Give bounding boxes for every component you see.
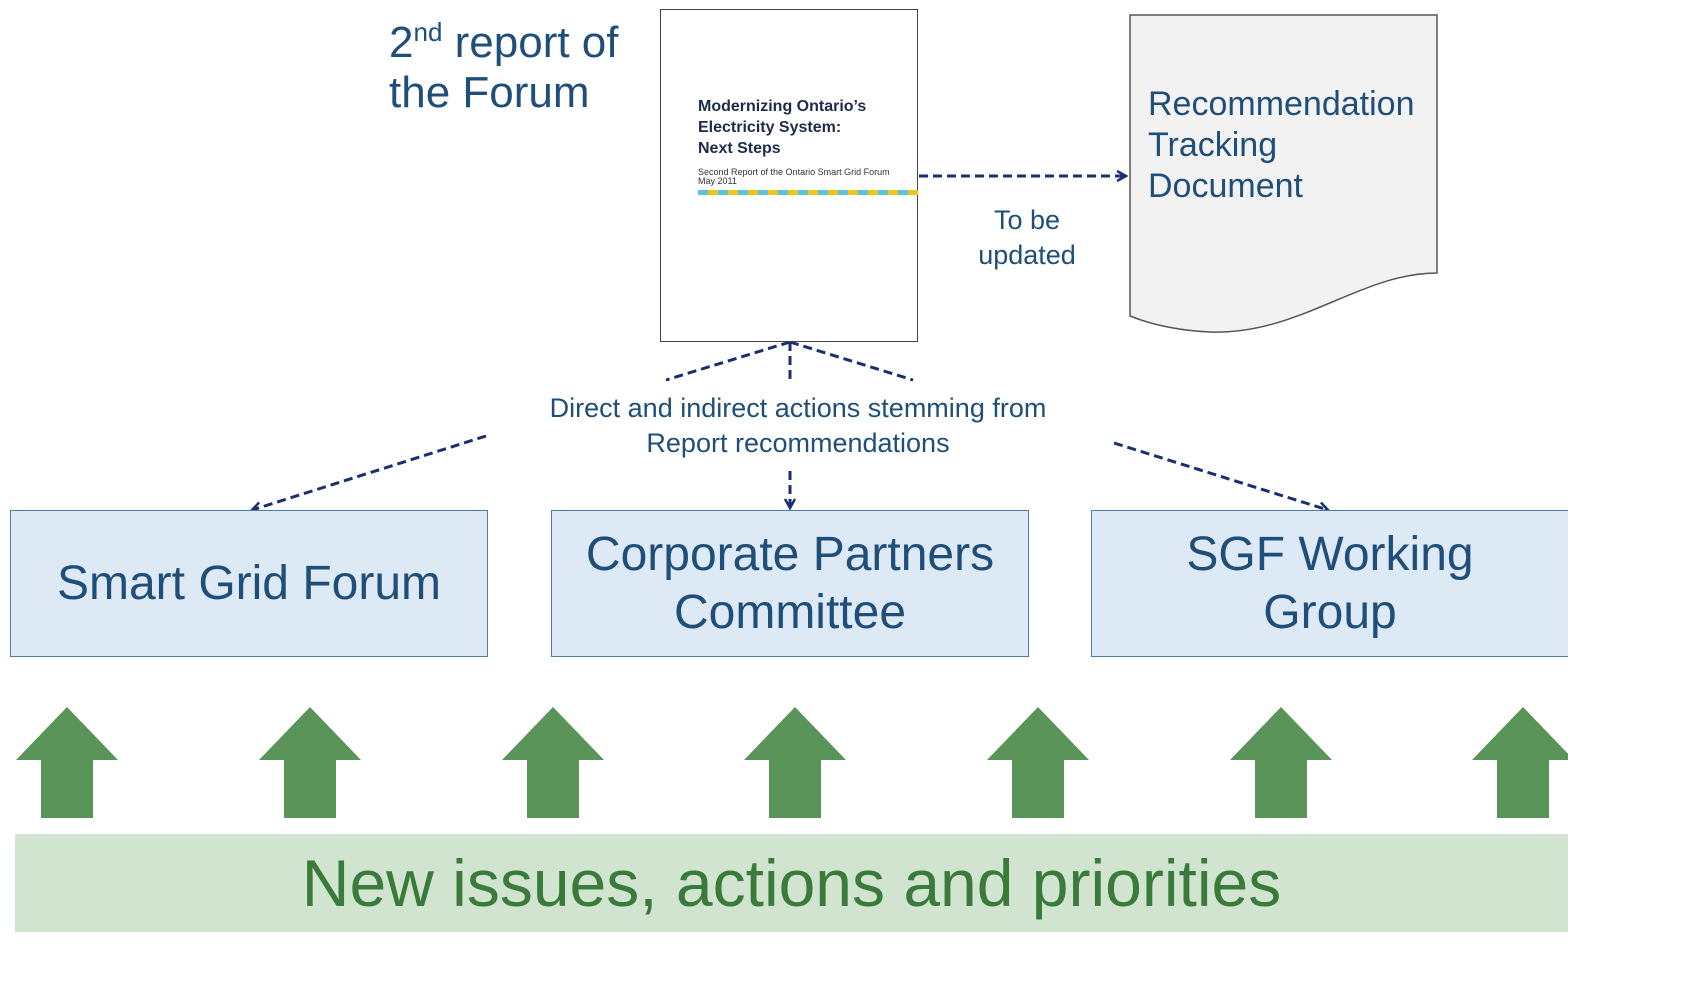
diagram-canvas: 2nd report of the Forum Modernizing Onta… [10,9,1568,932]
cover-stripe-segment [798,190,808,195]
box-label-line: Group [1263,585,1397,639]
up-arrow-icon [1472,707,1568,818]
cover-date: May 2011 [698,176,737,186]
cover-title: Modernizing Ontario’s Electricity System… [698,96,908,159]
cover-title-line: Modernizing Ontario’s [698,98,867,115]
box-label-line: Smart Grid Forum [56,556,442,610]
box-label-line: Corporate Partners [585,527,995,581]
cover-stripe-segment [838,190,848,195]
report-label-rest: report of [442,18,619,67]
cover-stripe [698,190,918,195]
cover-stripe-segment [808,190,818,195]
arrow-to-smart-grid-forum [252,434,487,510]
diagram-connectors [16,14,1568,818]
sgf-working-group-box: SGF Working Group [1091,510,1568,657]
cover-stripe-segment [718,190,728,195]
cover-stripe-segment [698,190,708,195]
cover-stripe-segment [908,190,918,195]
cover-stripe-segment [748,190,758,195]
cover-title-line: Electricity System: [698,119,842,136]
report-cover: Modernizing Ontario’s Electricity System… [660,9,918,342]
up-arrow-icon [744,707,846,818]
cover-stripe-segment [888,190,898,195]
tracking-document-shape [1129,14,1438,333]
report-label: 2nd report of the Forum [389,18,649,118]
issues-bar: New issues, actions and priorities [15,834,1568,932]
report-number: 2 [389,18,414,67]
report-label-line2: the Forum [389,68,590,117]
tracking-document-line: Tracking [1148,126,1278,164]
up-arrow-icon [16,707,118,818]
cover-stripe-segment [828,190,838,195]
to-be-updated-label: To be updated [952,203,1102,273]
cover-stripe-segment [788,190,798,195]
box-label-line: SGF Working [1186,527,1474,581]
up-arrow-icon [259,707,361,818]
cover-stripe-segment [728,190,738,195]
cover-stripe-segment [738,190,748,195]
cover-subtitle: Second Report of the Ontario Smart Grid … [698,167,890,177]
cover-stripe-segment [848,190,858,195]
to-be-updated-line: To be [993,205,1061,235]
cover-stripe-segment [758,190,768,195]
dashed-line-right-upper [789,340,914,382]
cover-stripe-segment [898,190,908,195]
cover-stripe-segment [778,190,788,195]
actions-caption-line: Direct and indirect actions stemming fro… [549,393,1047,423]
cover-stripe-segment [708,190,718,195]
smart-grid-forum-box: Smart Grid Forum [10,510,488,657]
arrow-to-sgf-working-group [1113,441,1328,510]
tracking-document-line: Recommendation [1148,85,1415,123]
box-label-line: Committee [673,585,907,639]
up-arrow-icon [1230,707,1332,818]
issues-bar-label: New issues, actions and priorities [301,846,1282,920]
actions-caption-line: Report recommendations [646,428,950,458]
cover-stripe-segment [858,190,868,195]
cover-stripe-segment [868,190,878,195]
actions-caption: Direct and indirect actions stemming fro… [498,391,1098,461]
cover-stripe-segment [878,190,888,195]
up-arrow-icon [502,707,604,818]
to-be-updated-line: updated [978,240,1076,270]
cover-title-line: Next Steps [698,140,781,157]
up-arrow-icon [987,707,1089,818]
tracking-document-line: Document [1148,167,1303,205]
report-ordinal-suffix: nd [413,17,443,47]
cover-stripe-segment [768,190,778,195]
corporate-partners-committee-box: Corporate Partners Committee [551,510,1029,657]
dashed-line-left-upper [665,340,791,382]
cover-stripe-segment [818,190,828,195]
report-label-line1: 2nd report of [389,18,649,68]
tracking-document-label: Recommendation Tracking Document [1148,84,1433,207]
